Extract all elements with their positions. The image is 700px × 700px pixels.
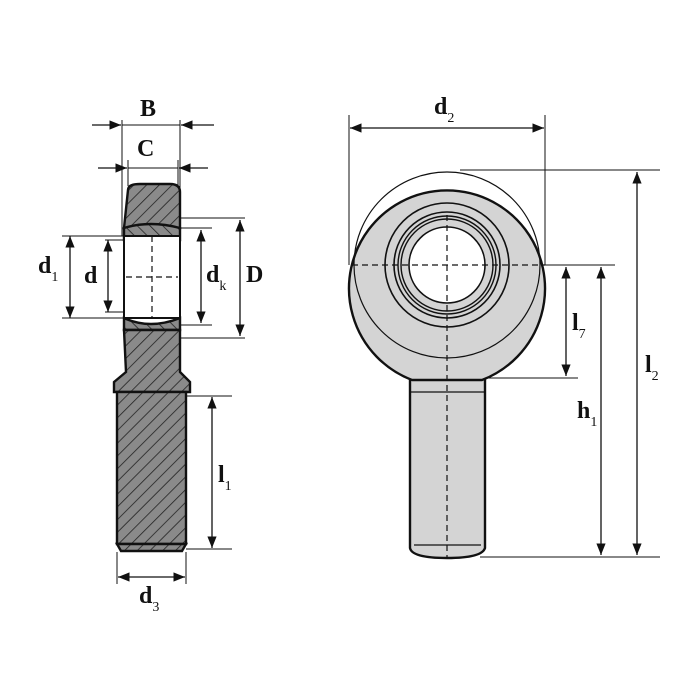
label-h1: h1	[577, 398, 597, 430]
label-d2: d2	[434, 94, 454, 126]
label-l7: l7	[572, 310, 586, 342]
label-d1: d1	[38, 253, 58, 285]
label-B: B	[140, 96, 156, 122]
section-view	[62, 120, 245, 584]
label-l1: l1	[218, 462, 232, 494]
label-C: C	[137, 136, 154, 162]
label-l2: l2	[645, 352, 659, 384]
front-view	[347, 115, 660, 560]
label-d: d	[84, 263, 98, 289]
label-dk: dk	[206, 262, 226, 294]
label-d3: d3	[139, 583, 159, 615]
label-D: D	[246, 262, 263, 288]
